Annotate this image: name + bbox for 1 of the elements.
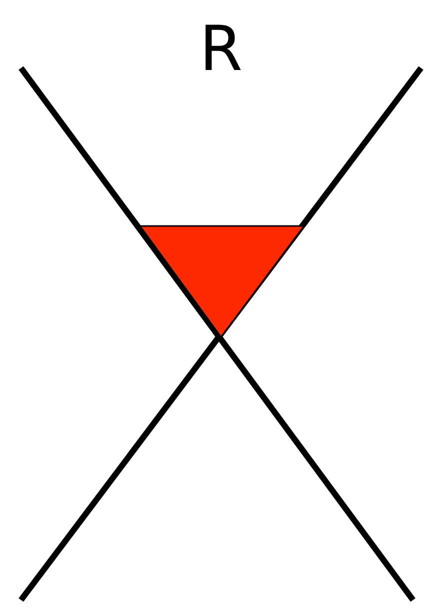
axis-label: R [199, 18, 243, 80]
